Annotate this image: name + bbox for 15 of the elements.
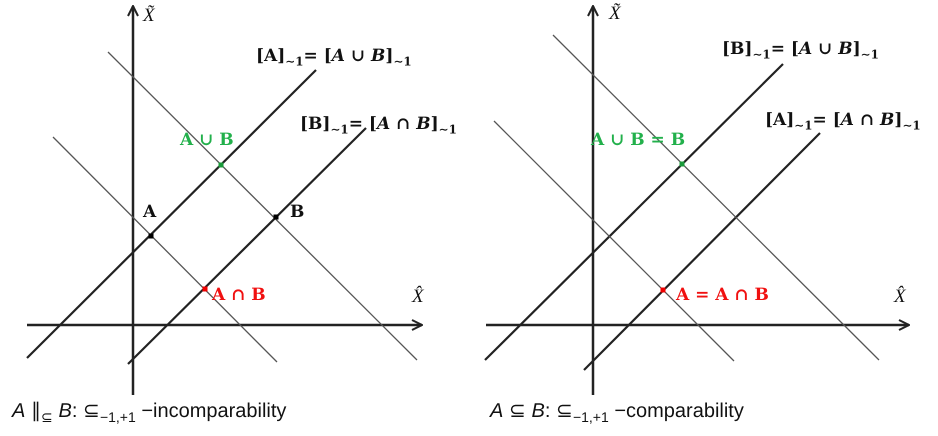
axis-label: X̃: [609, 4, 621, 25]
point-label: A = A ∩ B: [676, 286, 769, 305]
panel-caption: A ⊆ B: ⊆$_{−1,+1}$ −comparability: [490, 400, 744, 426]
axis-label: X̃: [143, 6, 155, 27]
panel-caption: A ∥$_{⊆}$ B: ⊆$_{−1,+1}$ −incomparability: [12, 400, 286, 426]
axis-label: X̂: [412, 287, 424, 308]
equation-label: [B]$_{∼1}$= [A ∩ B]$_{∼1}$: [300, 115, 457, 136]
point-label: B: [290, 203, 304, 222]
point-label: A ∩ B: [212, 286, 266, 305]
equation-label: [A]$_{∼1}$= [A ∩ B]$_{∼1}$: [765, 111, 921, 132]
equation-label: [B]$_{∼1}$= [A ∪ B]$_{∼1}$: [722, 40, 879, 62]
point-label: A ∪ B: [180, 131, 234, 150]
point-label: A: [143, 203, 156, 222]
axis-label: X̂: [894, 287, 906, 308]
equation-label: [A]$_{∼1}$= [A ∪ B]$_{∼1}$: [256, 47, 412, 68]
